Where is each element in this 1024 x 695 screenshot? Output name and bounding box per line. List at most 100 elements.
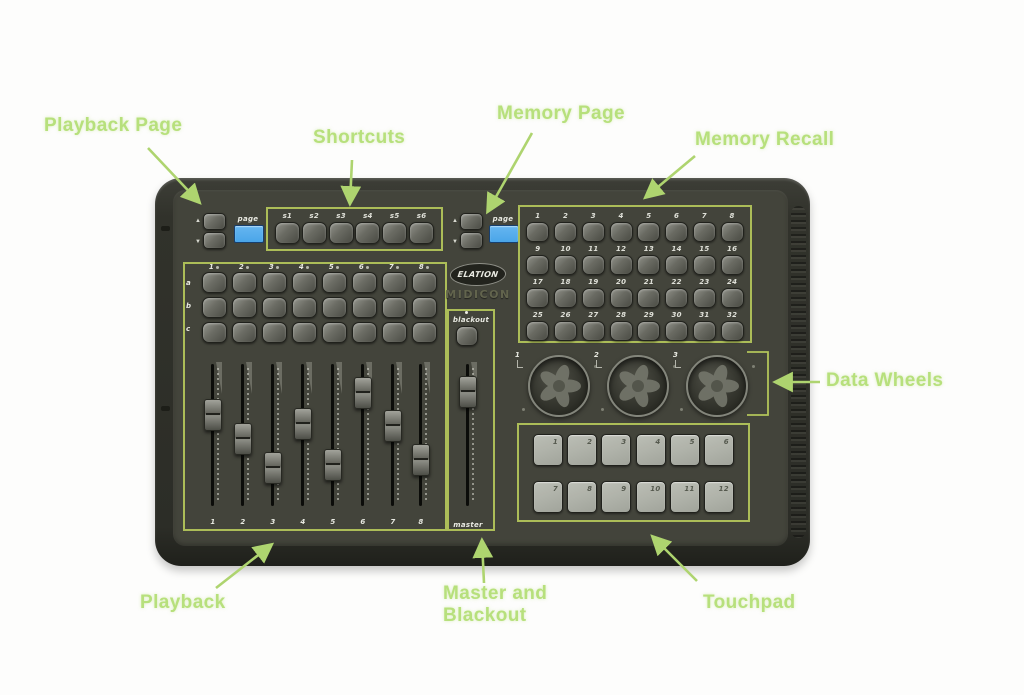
memory-key: 12 [607,245,635,275]
memory-key: 32 [718,311,746,341]
blackout-label: blackout [452,316,490,324]
memory-key-button [581,222,605,242]
memory-key-button [720,288,744,308]
memory-key: 18 [552,278,580,308]
memory-key: 6 [663,212,691,242]
page-up-icon: ▲ [195,218,201,224]
memory-key-number: 9 [535,245,541,253]
label-shortcuts: Shortcuts [313,127,406,148]
memory-key-number: 19 [588,278,599,286]
fader-wedge [336,362,342,394]
fader-wedge [306,362,312,394]
memory-key: 10 [552,245,580,275]
memory-page-label: page [492,215,514,223]
fader-track [271,364,274,506]
label-data-wheels: Data Wheels [826,370,944,391]
memory-key-number: 4 [618,212,624,220]
memory-key-number: 22 [671,278,682,286]
fader-scale-ticks [277,368,279,502]
shortcut-key-label: s6 [416,212,427,220]
shortcut-key: s1 [274,212,301,246]
playback-button [321,272,347,293]
touchpad-key-number: 5 [689,438,695,446]
playback-button [321,322,347,343]
touchpad-key: 9 [601,481,632,513]
memory-key-button [665,288,689,308]
playback-button [261,322,287,343]
playback-button [201,322,227,343]
memory-page-up-button [460,213,483,230]
playback-button-grid [199,272,439,344]
memory-key-number: 16 [726,245,738,253]
label-playback-page: Playback Page [44,115,183,136]
memory-key-number: 10 [560,245,571,253]
label-master-blackout: Master and Blackout [443,583,547,627]
memory-key-button [526,255,550,275]
memory-key-number: 25 [532,311,544,319]
memory-key-button [581,288,605,308]
shortcut-key-button [355,222,381,244]
fader-knob [459,376,477,409]
memory-key: 20 [607,278,635,308]
page-up-icon: ▲ [452,218,458,224]
data-wheel: 1 [515,351,597,417]
memory-key: 3 [580,212,608,242]
playback-button [411,322,437,343]
memory-key-button [637,288,661,308]
touchpad-key: 2 [567,434,598,466]
label-memory-recall: Memory Recall [695,129,835,150]
playback-fader: 6 [353,360,373,526]
playback-column-number: 6 [358,263,365,271]
playback-fader: 8 [411,360,431,526]
memory-key-number: 7 [701,212,707,220]
memory-key-number: 2 [563,212,569,220]
fader-number: 6 [360,518,366,526]
memory-key-number: 18 [560,278,571,286]
playback-section [183,262,447,531]
memory-key-number: 29 [643,311,655,319]
fader-track [361,364,364,506]
playback-fader: 7 [383,360,403,526]
fader-number: 1 [210,518,216,526]
led-dot [396,265,400,269]
memory-key: 7 [691,212,719,242]
fader-knob [264,451,282,484]
memory-key-button [720,255,744,275]
touchpad-key: 4 [635,434,666,466]
memory-key: 11 [580,245,608,275]
memory-key-button [665,321,689,341]
label-master-blackout-line1: Master and [443,583,548,604]
playback-button [261,272,287,293]
memory-key: 9 [524,245,552,275]
memory-key-number: 11 [588,245,599,253]
shortcut-key-button [328,222,354,244]
playback-fader: 5 [323,360,343,526]
blackout-button [456,326,478,346]
master-section [447,309,495,531]
led-dot [276,265,280,269]
shortcut-key: s3 [328,212,355,246]
fader-track [419,364,422,506]
touchpad-key: 11 [669,481,700,513]
led-dot [216,265,220,269]
shortcut-key-button [382,222,408,244]
memory-key: 30 [663,311,691,341]
fader-number: 5 [330,518,336,526]
fader-knob [354,377,372,410]
playback-button [351,322,377,343]
memory-key: 19 [580,278,608,308]
memory-page-display [489,225,519,243]
playback-page-up-button [203,213,226,230]
playback-button [201,297,227,318]
playback-button [261,297,287,318]
shortcut-key: s6 [408,212,435,246]
playback-button [411,272,437,293]
brand-text: ELATION [457,270,499,279]
memory-key: 22 [663,278,691,308]
memory-key-button [554,321,578,341]
wheel-grip-icon [698,364,739,408]
memory-key-button [554,288,578,308]
memory-key-button [609,255,633,275]
